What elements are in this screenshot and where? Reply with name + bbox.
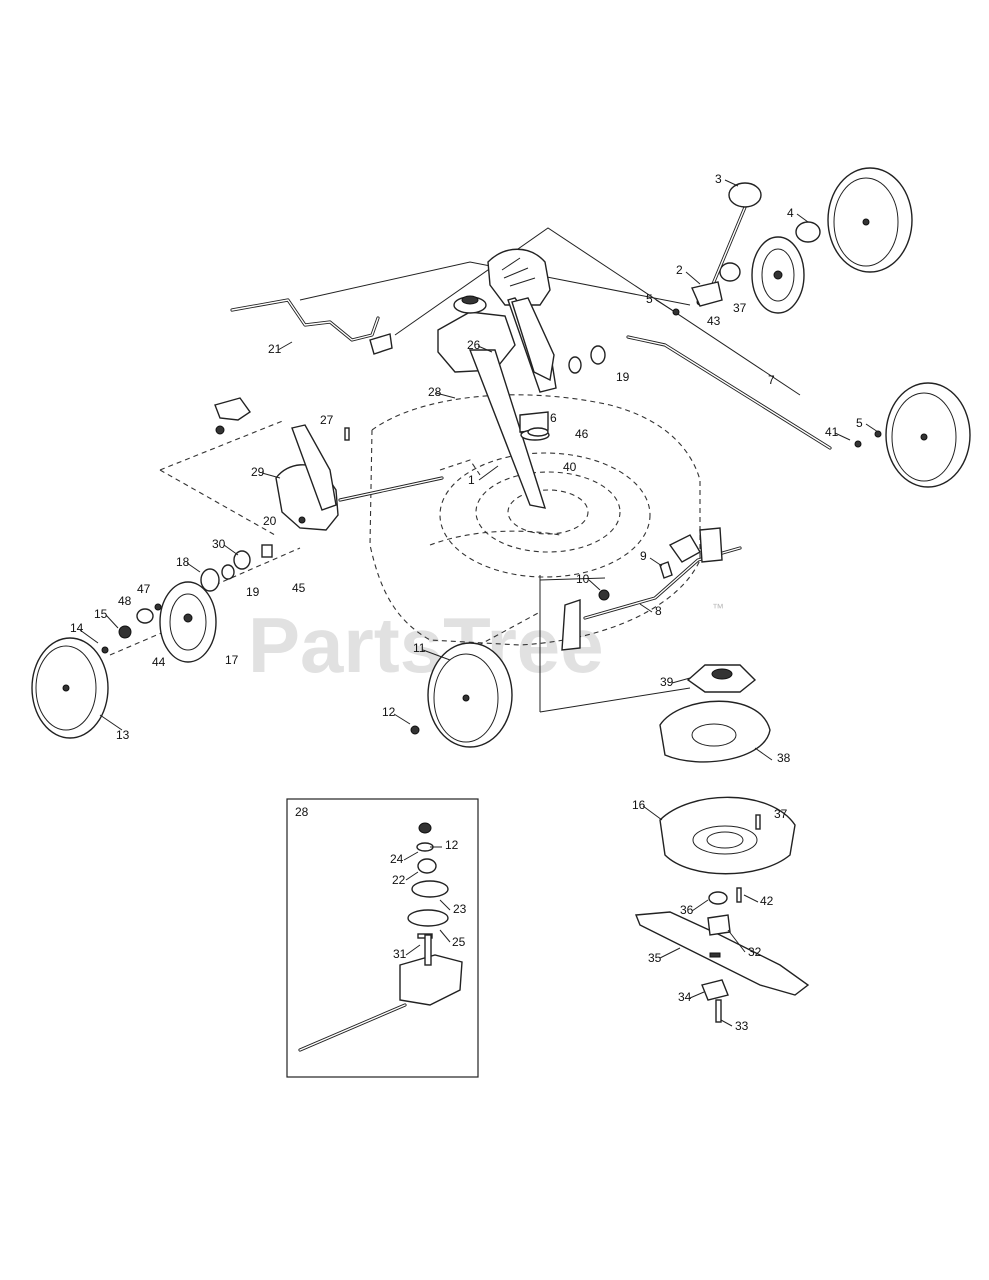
inset-title: 28 [295,805,309,819]
callout-16: 16 [632,798,646,812]
watermark-trademark: ™ [712,601,724,615]
blade-hardware [701,814,761,1023]
callout-5b: 5 [856,416,863,430]
inset-callout-12: 12 [445,838,459,852]
callout-2: 2 [676,263,683,277]
height-adjuster-left [275,424,339,531]
callout-47: 47 [137,582,151,596]
callout-19a: 19 [246,585,260,599]
blade-adapter-39 [686,664,757,693]
wheel-gear-17 [159,581,217,663]
callout-26: 26 [467,338,481,352]
callout-41: 41 [825,425,839,439]
callout-35: 35 [648,951,662,965]
inset-callout-22: 22 [392,873,406,887]
callout-13: 13 [116,728,130,742]
callout-45: 45 [292,581,306,595]
callout-40: 40 [563,460,577,474]
inset-callout-24: 24 [390,852,404,866]
callout-32: 32 [748,945,762,959]
callout-12: 12 [382,705,396,719]
callout-7: 7 [768,373,775,387]
inset-callout-25: 25 [452,935,466,949]
blade-35 [635,911,810,996]
inset-callout-23: 23 [453,902,467,916]
callout-48: 48 [118,594,132,608]
callout-36: 36 [680,903,694,917]
drive-lever [691,182,762,307]
callout-34: 34 [678,990,692,1004]
callout-11: 11 [413,641,426,655]
fan-38 [659,700,771,763]
callout-10: 10 [576,572,590,586]
wheel-rear-right-lower [885,382,971,488]
callout-20: 20 [263,514,277,528]
leader-lines [79,179,879,1027]
callout-30: 30 [212,537,226,551]
callout-labels: 1 2 3 4 5 5 6 7 8 9 10 11 12 13 14 15 16… [70,172,863,1033]
callout-17: 17 [225,653,239,667]
callout-4: 4 [787,206,794,220]
callout-14: 14 [70,621,84,635]
inset-callout-31: 31 [393,947,407,961]
callout-46: 46 [575,427,589,441]
callout-9: 9 [640,549,647,563]
small-hardware [101,221,882,735]
callout-28: 28 [428,385,442,399]
callout-6: 6 [550,411,557,425]
baffle-16 [659,796,796,875]
callout-18: 18 [176,555,190,569]
callout-3: 3 [715,172,722,186]
callout-21: 21 [268,342,282,356]
callout-43: 43 [707,314,721,328]
callout-5a: 5 [646,292,653,306]
rear-bracket-mid [511,297,555,382]
callout-1: 1 [468,473,475,487]
callout-27: 27 [320,413,334,427]
callout-42: 42 [760,894,774,908]
wheel-13 [31,637,109,739]
watermark-text: PartsTree [248,601,604,689]
wheel-gear-rear [751,236,805,314]
callout-38: 38 [777,751,791,765]
callout-44: 44 [152,655,166,669]
callout-37b: 37 [774,807,788,821]
transmission-assembly [437,295,550,509]
callout-39: 39 [660,675,674,689]
callout-29: 29 [251,465,265,479]
callout-19b: 19 [616,370,630,384]
callout-15: 15 [94,607,108,621]
callout-37a: 37 [733,301,747,315]
wheel-rear-right-upper [827,167,913,273]
callout-8: 8 [655,604,662,618]
callout-33: 33 [735,1019,749,1033]
wheel-11 [427,642,513,748]
